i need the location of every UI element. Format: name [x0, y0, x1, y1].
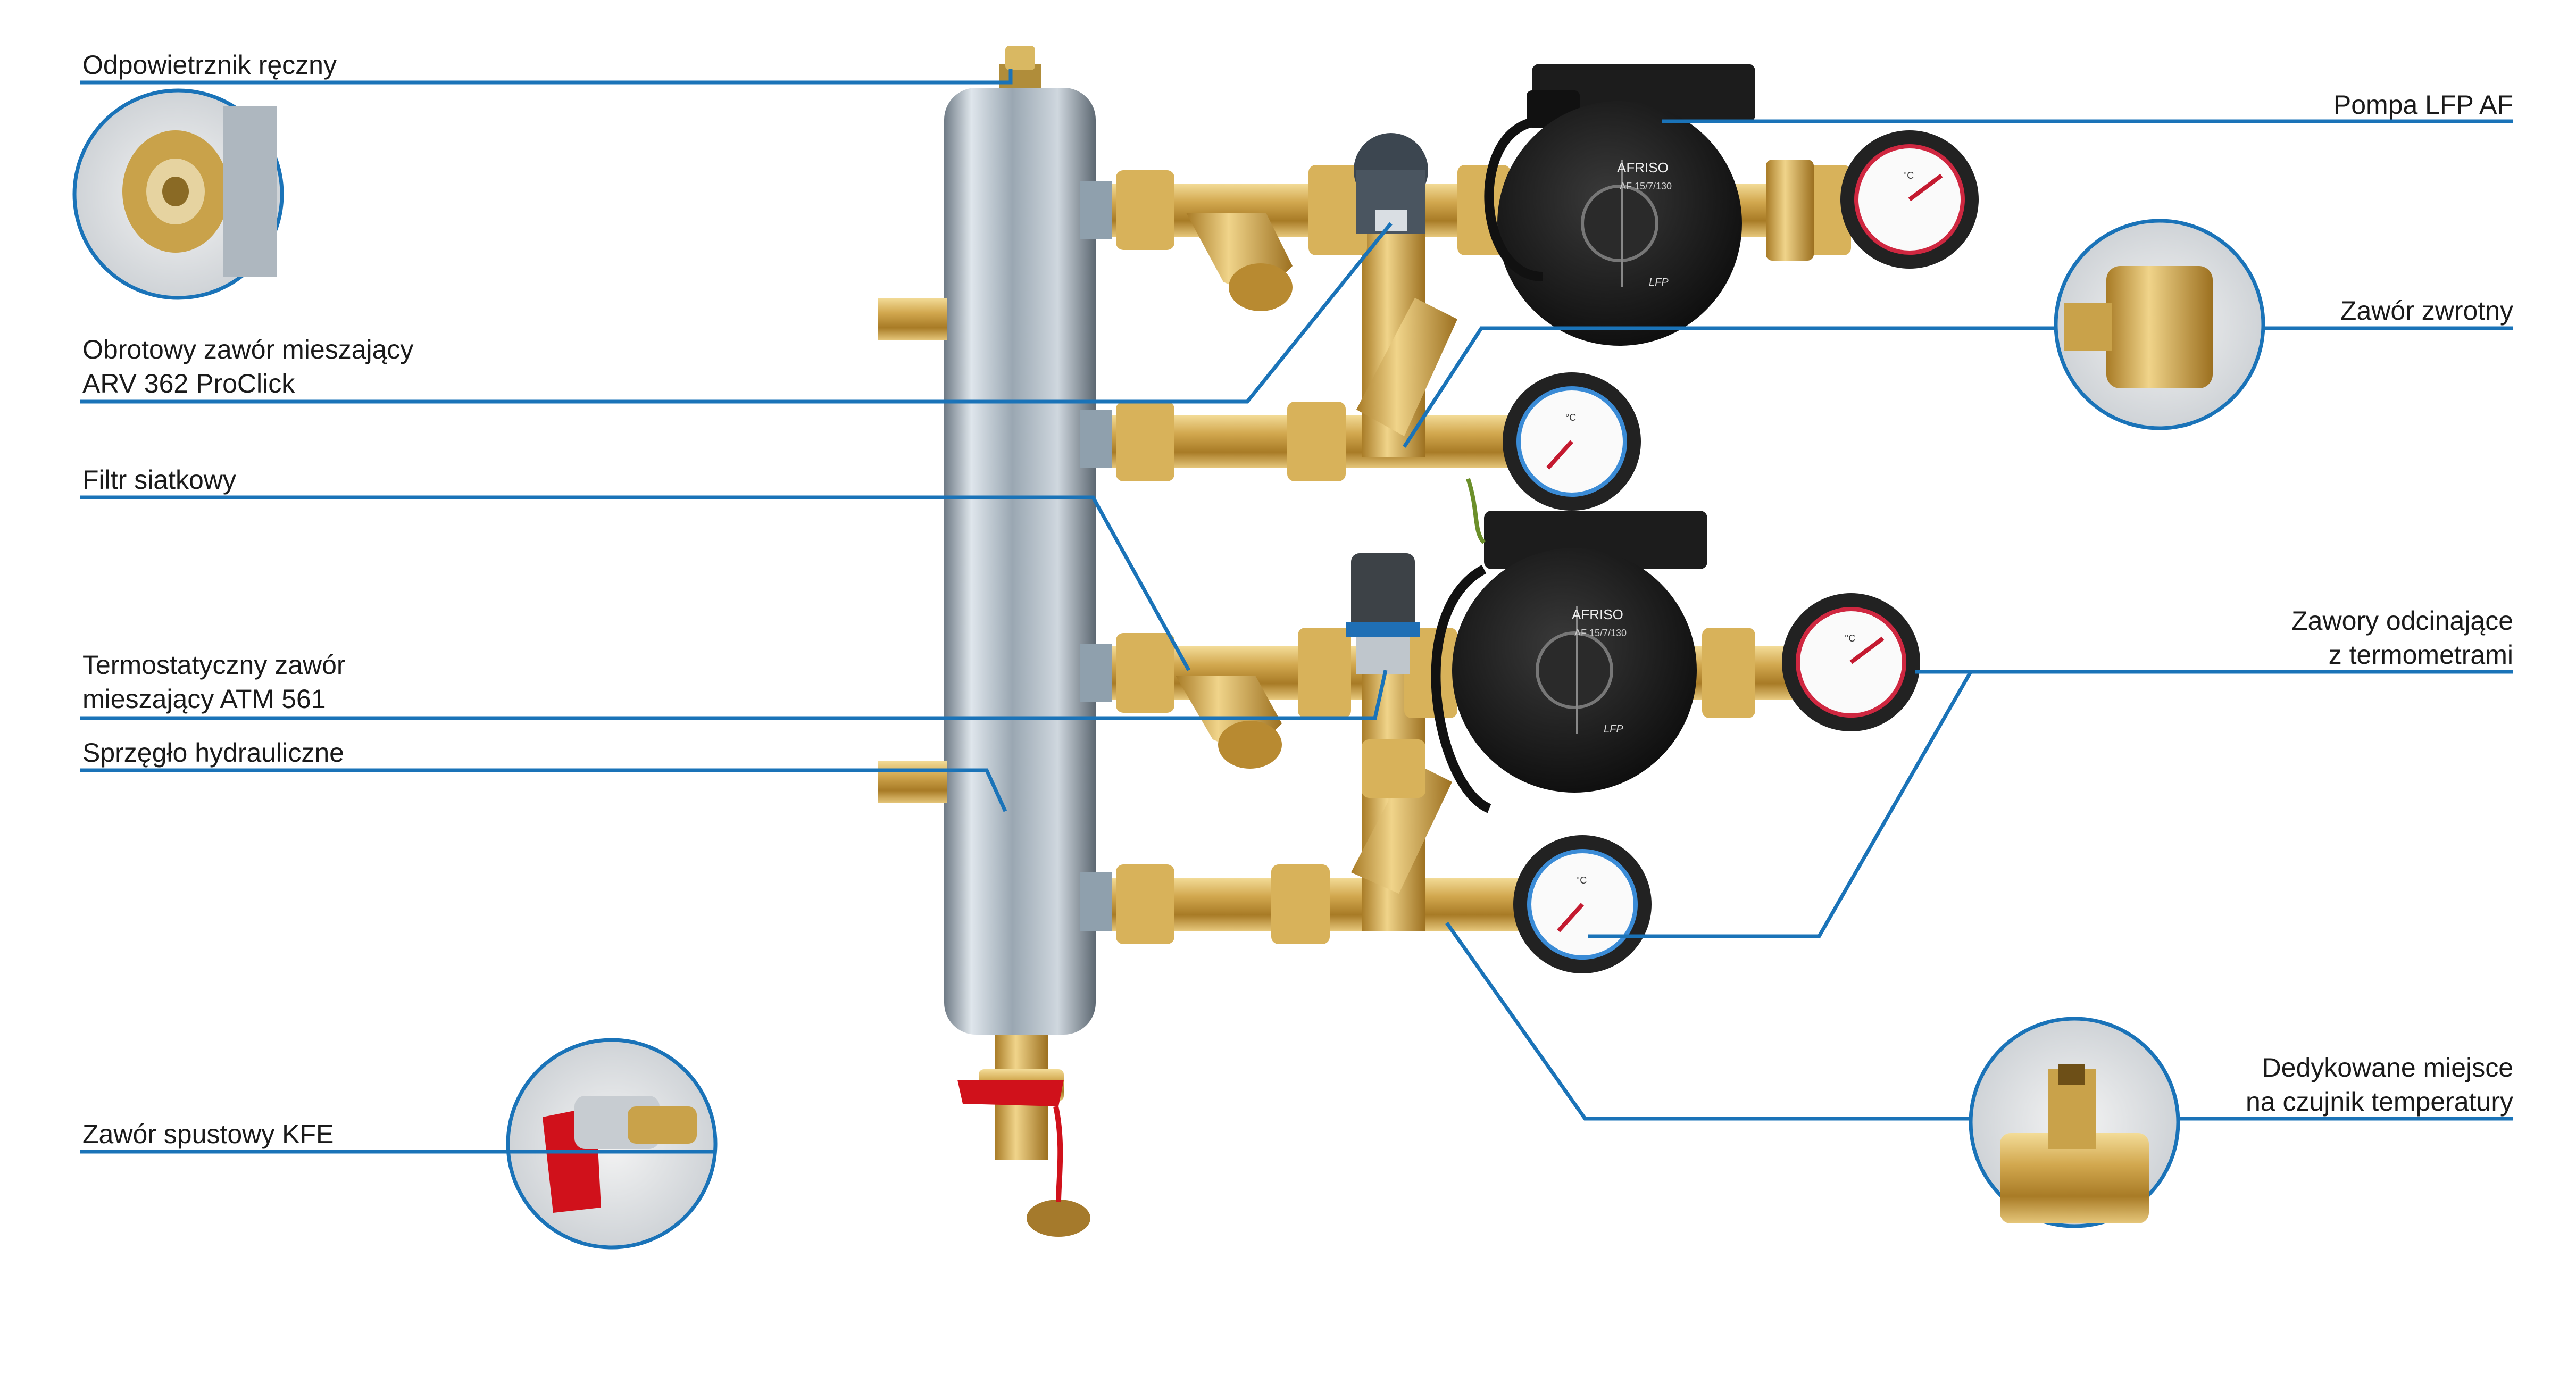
check-valve-upper: [1766, 160, 1814, 261]
leader-check-valve-to-pipe: [1403, 326, 2056, 448]
leader-strainer: [80, 495, 1191, 671]
pump-lower: [1431, 478, 1707, 813]
thermometer-lower-left-unit: °C: [1576, 875, 1587, 886]
label-pump-text: Pompa LFP AF: [2333, 90, 2513, 120]
label-sensor-line2: na czujnik temperatury: [2245, 1087, 2513, 1117]
thermometer-lower-right-unit: °C: [1845, 633, 1856, 644]
strainer-lower: [1176, 676, 1282, 769]
label-arv-valve-line1: Obrotowy zawór mieszający: [82, 335, 414, 364]
thermometer-upper-left: [1503, 372, 1641, 511]
label-sensor-line1: Dedykowane miejsce: [2262, 1053, 2513, 1082]
label-drain-valve-text: Zawór spustowy KFE: [82, 1119, 334, 1149]
leader-lines: [80, 69, 2513, 1154]
leader-atm: [80, 670, 1388, 720]
label-pump: Pompa LFP AF: [2333, 88, 2513, 122]
label-hydraulic-separator-text: Sprzęgło hydrauliczne: [82, 738, 344, 768]
thermometer-lower-left: [1513, 835, 1652, 973]
label-shutoff-valves: Zawory odcinające z termometrami: [2291, 604, 2513, 672]
label-atm-valve: Termostatyczny zawór mieszający ATM 561: [82, 648, 346, 716]
label-hydraulic-separator: Sprzęgło hydrauliczne: [82, 736, 344, 770]
hydraulic-separator: [878, 46, 1112, 1072]
label-shutoff-line1: Zawory odcinające: [2291, 606, 2513, 636]
thermometer-upper-right-unit: °C: [1903, 170, 1914, 181]
leader-sensor-to-pipe: [1445, 921, 1971, 1121]
detail-sensor-port: [1969, 1017, 2180, 1228]
pump-upper-system: LFP: [1649, 277, 1669, 288]
label-arv-valve: Obrotowy zawór mieszający ARV 362 ProCli…: [82, 332, 413, 401]
strainer-upper: [1186, 213, 1293, 311]
label-sensor-port: Dedykowane miejsce na czujnik temperatur…: [2246, 1051, 2513, 1119]
pump-upper-type: AF 15/7/130: [1620, 181, 1672, 191]
detail-air-vent: [72, 88, 284, 300]
pump-upper: [1484, 64, 1755, 346]
detail-drain-valve: [506, 1038, 718, 1250]
label-atm-valve-line2: mieszający ATM 561: [82, 684, 326, 714]
label-arv-valve-line2: ARV 362 ProClick: [82, 369, 295, 398]
thermometer-lower-right: [1782, 593, 1920, 731]
label-atm-valve-line1: Termostatyczny zawór: [82, 650, 346, 680]
leader-arv: [80, 222, 1393, 404]
label-strainer-text: Filtr siatkowy: [82, 465, 236, 495]
leader-shutoff: [1588, 670, 2513, 938]
label-check-valve: Zawór zwrotny: [2340, 294, 2513, 328]
arv-rotary-mixing-valve: [1354, 133, 1428, 234]
label-air-vent-text: Odpowietrznik ręczny: [82, 50, 337, 80]
pump-lower-brand: AFRISO: [1572, 606, 1623, 622]
label-drain-valve: Zawór spustowy KFE: [82, 1117, 334, 1151]
label-strainer: Filtr siatkowy: [82, 463, 236, 497]
label-check-valve-text: Zawór zwrotny: [2340, 296, 2513, 326]
label-shutoff-line2: z termometrami: [2328, 640, 2513, 670]
detail-check-valve: [2054, 219, 2265, 430]
drain-valve: [957, 1069, 1090, 1237]
leader-air-vent: [80, 69, 1013, 85]
pump-upper-brand: AFRISO: [1617, 160, 1669, 176]
thermometer-upper-right: [1840, 130, 1979, 269]
leader-separator: [80, 768, 1007, 812]
thermometer-upper-left-unit: °C: [1565, 412, 1577, 423]
atm-thermostatic-mixing-valve: [1346, 553, 1420, 674]
label-air-vent: Odpowietrznik ręczny: [82, 48, 337, 82]
pump-lower-type: AF 15/7/130: [1574, 628, 1627, 638]
pump-lower-system: LFP: [1604, 723, 1623, 735]
